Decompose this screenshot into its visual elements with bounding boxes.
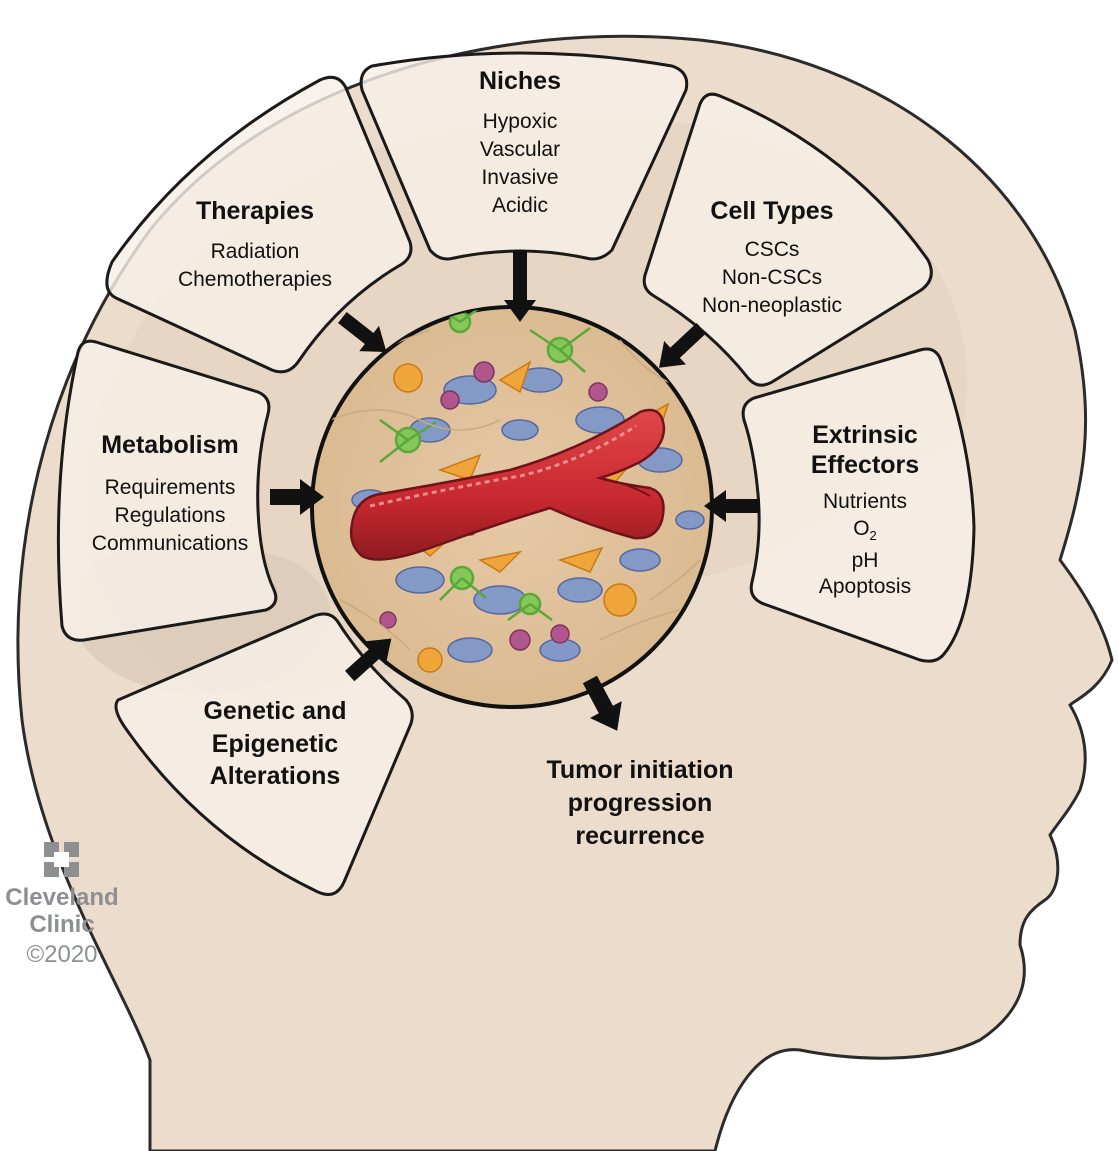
cell-types-label: Cell Types CSCs Non-CSCs Non-neoplastic	[672, 196, 872, 320]
therapies-title: Therapies	[150, 196, 360, 226]
brand-name-line2: Clinic	[0, 911, 124, 938]
oxygen-item: O2	[780, 516, 950, 549]
extrinsic-label: Extrinsic Effectors Nutrients O2 pH Apop…	[780, 420, 950, 601]
niches-label: Niches Hypoxic Vascular Invasive Acidic	[420, 66, 620, 220]
extrinsic-title-line1: Extrinsic	[780, 420, 950, 450]
niches-item: Hypoxic	[420, 108, 620, 136]
genetic-title-line2: Epigenetic	[170, 728, 380, 760]
niches-item: Acidic	[420, 192, 620, 220]
niches-item: Vascular	[420, 136, 620, 164]
therapies-item: Chemotherapies	[150, 266, 360, 294]
brand-copyright: ©2020	[0, 940, 124, 970]
metabolism-label: Metabolism Requirements Regulations Comm…	[70, 430, 270, 558]
genetic-label: Genetic and Epigenetic Alterations	[170, 694, 380, 792]
niches-item: Invasive	[420, 164, 620, 192]
extrinsic-item: Nutrients	[780, 488, 950, 516]
metabolism-item: Requirements	[70, 474, 270, 502]
therapies-item: Radiation	[150, 238, 360, 266]
cell-types-title: Cell Types	[672, 196, 872, 226]
niches-title: Niches	[420, 66, 620, 96]
cell-types-item: Non-CSCs	[672, 264, 872, 292]
metabolism-title: Metabolism	[70, 430, 270, 460]
brand-name-line1: Cleveland	[0, 884, 124, 911]
therapies-label: Therapies Radiation Chemotherapies	[150, 196, 360, 294]
oxygen-subscript: 2	[870, 528, 877, 543]
metabolism-item: Regulations	[70, 502, 270, 530]
genetic-title-line3: Alterations	[170, 760, 380, 792]
cell-types-item: CSCs	[672, 236, 872, 264]
extrinsic-item: pH	[780, 549, 950, 573]
extrinsic-title-line2: Effectors	[780, 450, 950, 480]
outcome-line2: progression	[510, 787, 770, 820]
genetic-title-line1: Genetic and	[170, 694, 380, 728]
outcome-label: Tumor initiation progression recurrence	[510, 754, 770, 853]
brand-block: Cleveland Clinic ©2020	[0, 884, 124, 970]
extrinsic-item: Apoptosis	[780, 573, 950, 601]
metabolism-item: Communications	[70, 530, 270, 558]
outcome-line3: recurrence	[510, 820, 770, 853]
cell-types-item: Non-neoplastic	[672, 292, 872, 320]
outcome-line1: Tumor initiation	[510, 754, 770, 787]
oxygen-symbol: O	[853, 517, 869, 540]
